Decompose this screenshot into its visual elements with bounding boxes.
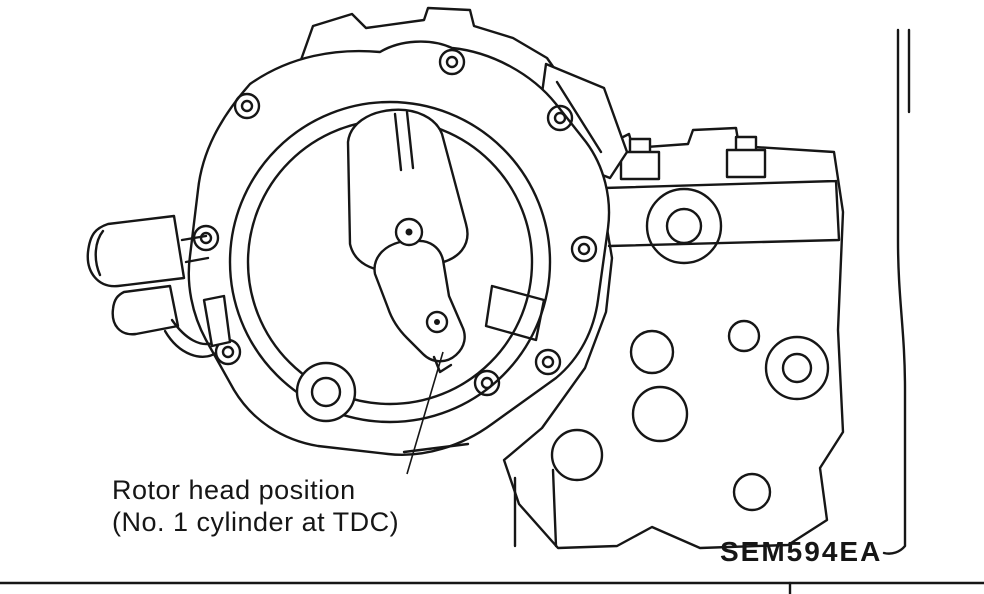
rotor-tip-tab bbox=[432, 355, 453, 374]
bolt-hole bbox=[438, 48, 466, 76]
rotor-screw-top bbox=[394, 217, 424, 247]
engine-block bbox=[502, 126, 845, 550]
bolt-hole bbox=[473, 369, 501, 397]
interior-rib bbox=[484, 284, 546, 342]
bolt-boss-right bbox=[725, 135, 767, 179]
block-boss-large bbox=[645, 187, 723, 265]
engine-edge-lines bbox=[882, 28, 911, 555]
block-hole bbox=[732, 472, 772, 512]
sensor-wires bbox=[163, 318, 218, 358]
block-hole bbox=[550, 428, 604, 482]
bolt-boss-left bbox=[619, 137, 661, 181]
figure-reference-code: SEM594EA bbox=[720, 536, 883, 567]
bolt-hole bbox=[534, 348, 562, 376]
housing-slot-lines bbox=[393, 110, 415, 172]
page-divider bbox=[0, 581, 984, 594]
sensor-cap-arc bbox=[94, 229, 105, 277]
edge-line bbox=[882, 28, 907, 555]
sensor-mount-lines bbox=[180, 234, 210, 264]
block-hole bbox=[727, 319, 761, 353]
sensor-clamp bbox=[202, 294, 232, 348]
bolt-hole bbox=[570, 235, 598, 263]
camshaft-position-sensor bbox=[86, 214, 232, 358]
block-boss-ringed bbox=[764, 335, 830, 401]
caption-line-1: Rotor head position bbox=[112, 475, 356, 505]
block-hole bbox=[631, 385, 689, 443]
caption-line-2: (No. 1 cylinder at TDC) bbox=[112, 507, 400, 537]
block-hole bbox=[629, 329, 675, 375]
cover-boss bbox=[295, 361, 357, 423]
sensor-lower-body bbox=[111, 284, 180, 336]
engine-block-outline bbox=[502, 126, 845, 550]
bolt-hole bbox=[546, 104, 574, 132]
leader-line bbox=[406, 351, 444, 475]
bolt-hole bbox=[233, 92, 261, 120]
lower-block-lines bbox=[513, 468, 558, 548]
rotor-head bbox=[373, 217, 466, 374]
sensor-body bbox=[86, 214, 186, 288]
coil-bracket-rib bbox=[555, 80, 603, 154]
rotor-caption: Rotor head position (No. 1 cylinder at T… bbox=[112, 474, 399, 538]
rotor-screw-lower bbox=[425, 310, 449, 334]
block-ridge-lines bbox=[602, 179, 841, 248]
